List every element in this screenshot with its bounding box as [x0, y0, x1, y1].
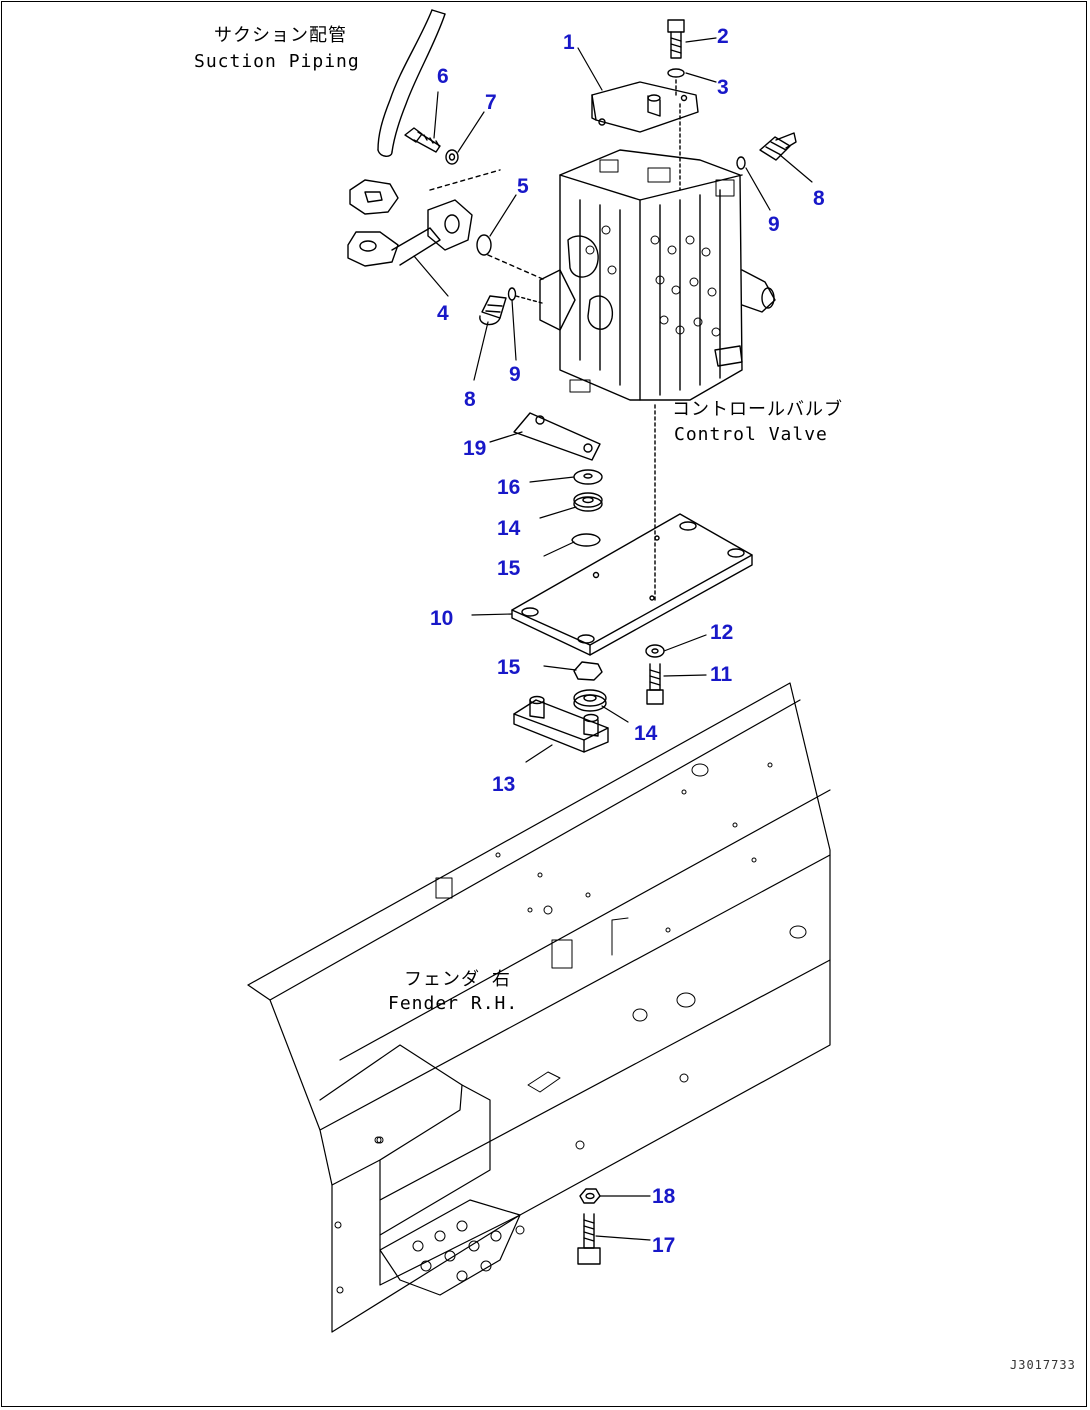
bolt-2 [667, 19, 685, 59]
cushion-14-upper [573, 492, 603, 512]
callout-18[interactable]: 18 [652, 1185, 676, 1208]
callout-5[interactable]: 5 [517, 175, 529, 198]
callout-9-right[interactable]: 9 [768, 213, 780, 236]
shim-15-upper [571, 533, 601, 547]
callout-13[interactable]: 13 [492, 773, 516, 796]
callout-2[interactable]: 2 [717, 25, 729, 48]
callout-10[interactable]: 10 [430, 607, 454, 630]
mount-plate-10 [511, 513, 753, 656]
callout-19[interactable]: 19 [463, 437, 487, 460]
plug-8-right [759, 132, 797, 161]
nut-18 [579, 1188, 601, 1204]
suction-hose [377, 9, 446, 157]
callout-15-lower[interactable]: 15 [497, 656, 521, 679]
o-ring-5 [476, 234, 492, 256]
fender-label: Fender R.H. [388, 993, 519, 1014]
suction-piping-label-jp: サクション配管 [214, 25, 347, 46]
callout-11[interactable]: 11 [710, 663, 733, 686]
washer-3 [667, 68, 685, 78]
suction-piping-label: Suction Piping [194, 51, 360, 72]
washer-7 [445, 149, 459, 165]
fender-label-jp: フェンダ 右 [404, 969, 511, 990]
bolt-11 [646, 663, 664, 705]
fender-rh [247, 682, 831, 1333]
callout-14-upper[interactable]: 14 [497, 517, 521, 540]
plate-19 [513, 412, 601, 461]
callout-9-left[interactable]: 9 [509, 363, 521, 386]
callout-8-right[interactable]: 8 [813, 187, 825, 210]
bolt-6 [404, 127, 441, 153]
callout-3[interactable]: 3 [717, 76, 729, 99]
callout-6[interactable]: 6 [437, 65, 449, 88]
leader-lines [413, 37, 813, 1241]
washer-12 [645, 644, 665, 658]
callout-14-lower[interactable]: 14 [634, 722, 658, 745]
callout-16[interactable]: 16 [497, 476, 521, 499]
drawing-id: J3017733 [1010, 1358, 1076, 1372]
bracket-1 [591, 81, 699, 133]
o-ring-9-right [736, 156, 746, 170]
callout-1[interactable]: 1 [563, 31, 575, 54]
callout-17[interactable]: 17 [652, 1234, 676, 1257]
callout-15-upper[interactable]: 15 [497, 557, 521, 580]
washer-16 [573, 469, 603, 485]
callout-8-left[interactable]: 8 [464, 388, 476, 411]
plug-8-left [479, 295, 507, 326]
control-valve-label: Control Valve [674, 424, 828, 445]
callout-12[interactable]: 12 [710, 621, 734, 644]
bolt-17 [577, 1213, 601, 1265]
callout-4[interactable]: 4 [437, 302, 449, 325]
control-valve [539, 149, 776, 401]
cushion-14-lower [573, 689, 607, 712]
o-ring-9-left [507, 287, 517, 301]
bracket-13 [513, 695, 609, 753]
control-valve-label-jp: コントロールバルブ [672, 399, 843, 420]
shim-15-lower [573, 661, 603, 681]
callout-7[interactable]: 7 [485, 91, 497, 114]
suction-elbow [347, 169, 501, 267]
